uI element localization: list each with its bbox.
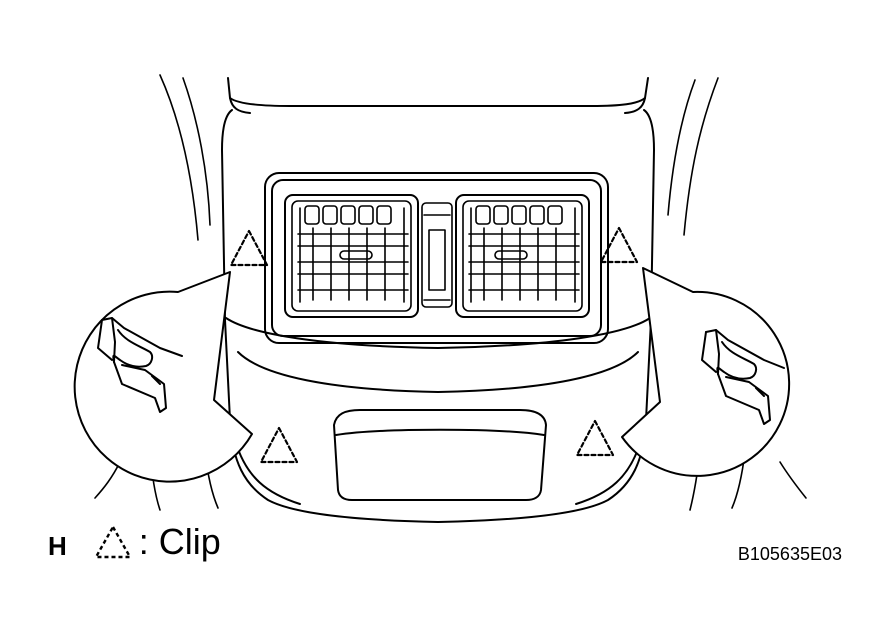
vent-housing [264, 172, 609, 344]
clip-detail-left [97, 317, 183, 413]
clip-marker-lower-right [575, 419, 615, 457]
left-air-vent [291, 200, 412, 312]
clip-marker-upper-right [599, 226, 639, 264]
dashed-triangle-icon [93, 524, 132, 559]
storage-pocket [333, 409, 547, 501]
clip-detail-right [701, 329, 785, 425]
console-rear-panel [221, 109, 655, 523]
right-air-vent [462, 200, 583, 312]
console-top-pad [227, 77, 649, 114]
figure-code: B105635E03 [737, 544, 842, 564]
legend-label: : Clip [138, 521, 221, 562]
clip-legend: H : Clip [48, 518, 221, 566]
vent-center-divider [421, 202, 453, 308]
legend-mark: H [48, 530, 67, 561]
clip-markers [229, 226, 639, 464]
clip-detail-callout-right [621, 267, 791, 477]
clip-marker-lower-left [259, 426, 299, 464]
clip-marker-upper-left [229, 229, 269, 267]
clip-detail-callout-left [73, 271, 253, 483]
